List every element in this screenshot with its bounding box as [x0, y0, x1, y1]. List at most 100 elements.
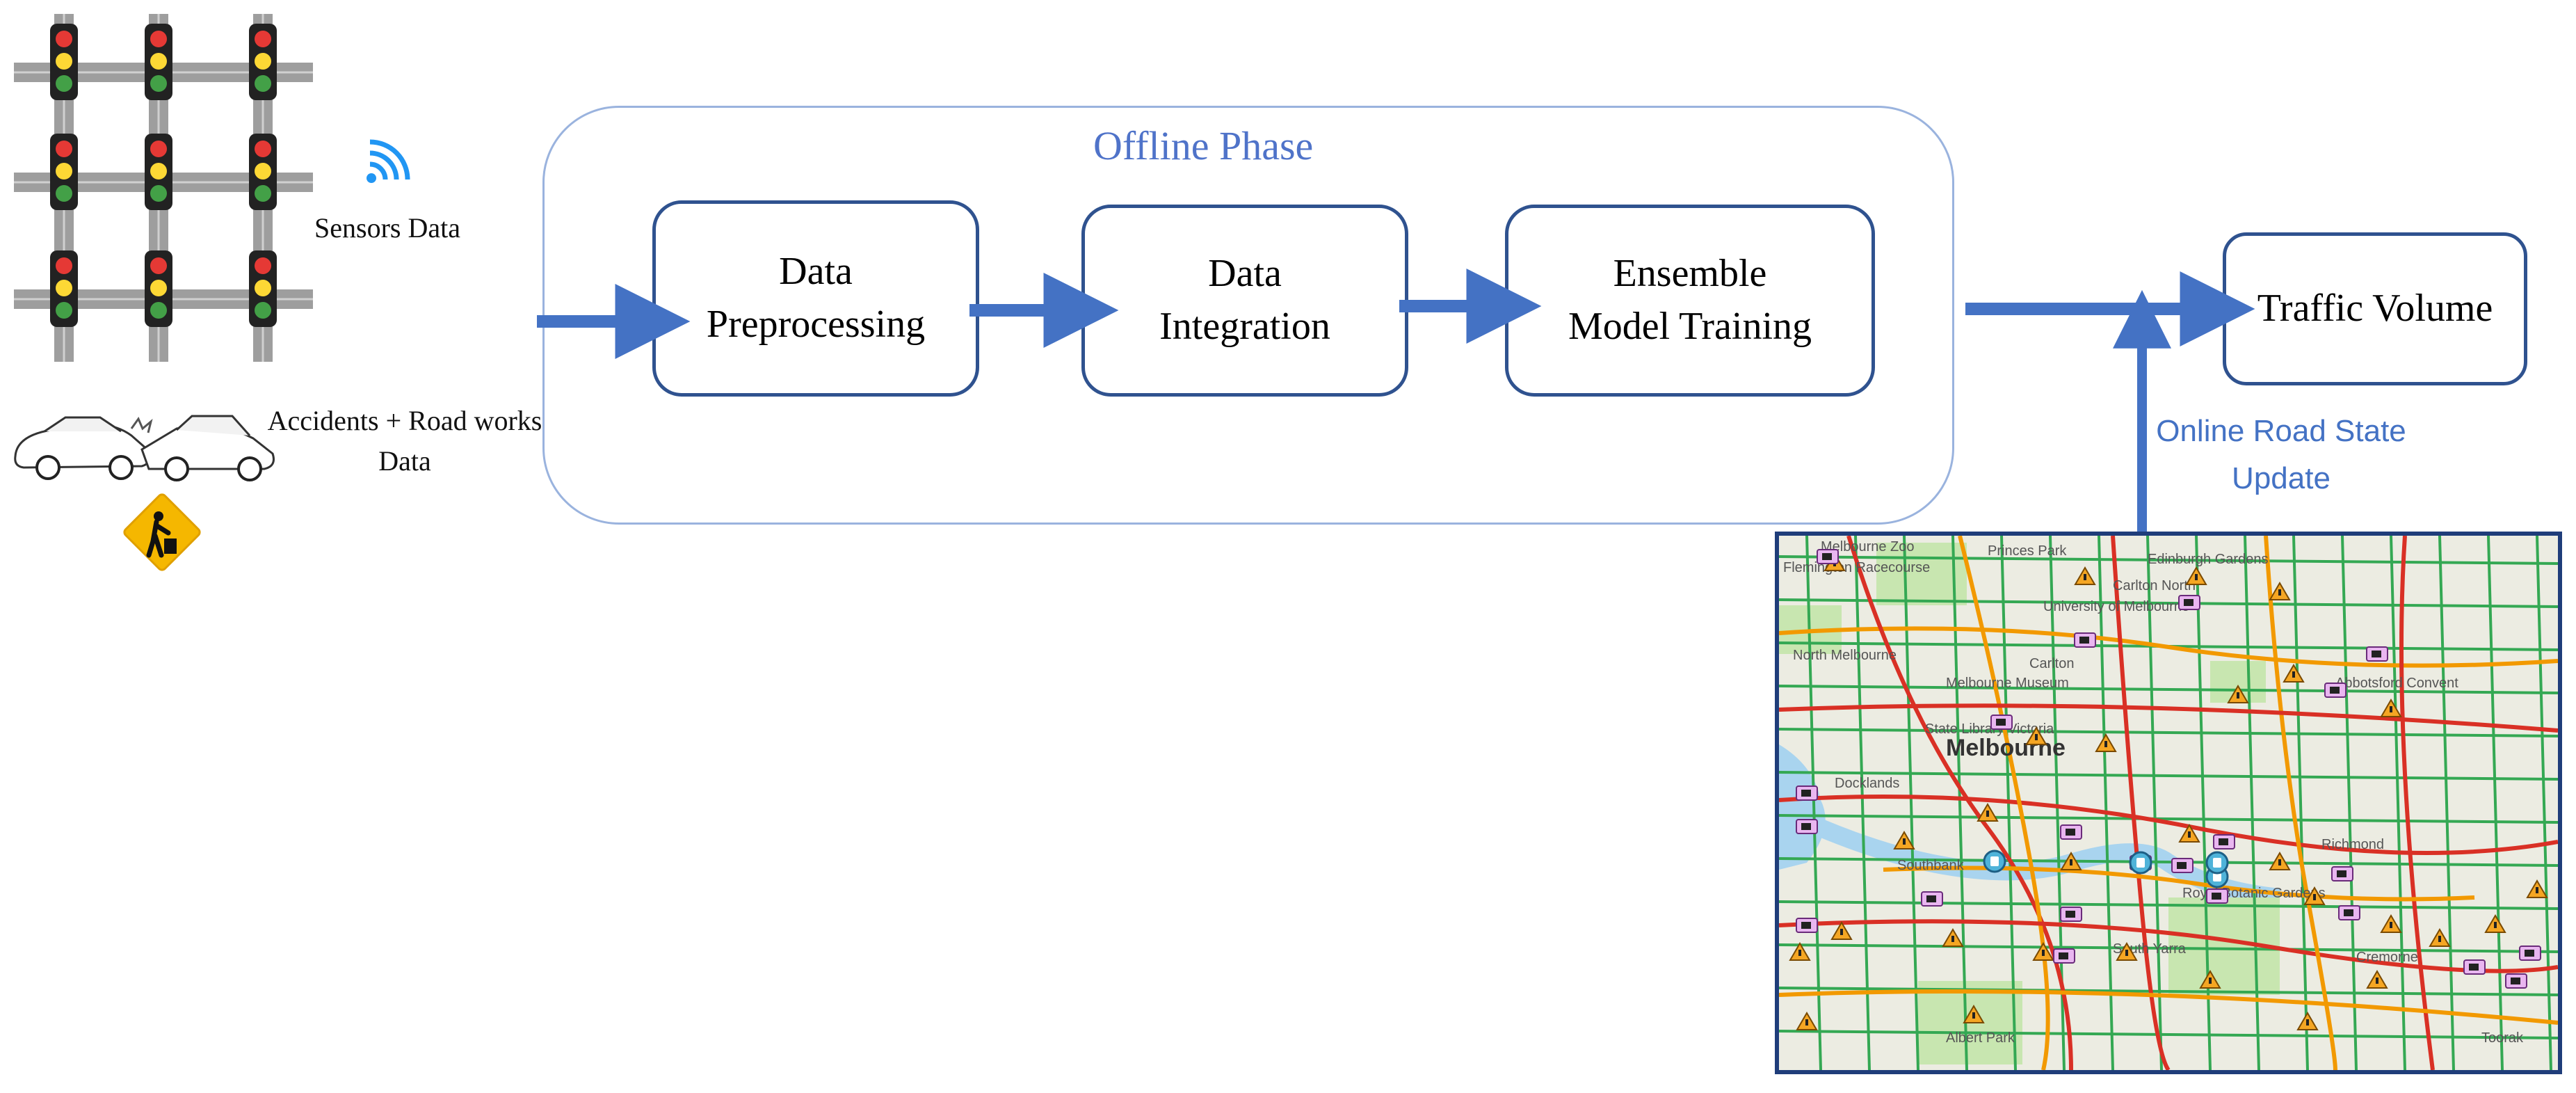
tram-marker-icon: [1983, 849, 2006, 873]
map-place-label: Cremorne: [2356, 950, 2418, 965]
map-place-label: State Library Victoria: [1925, 721, 2054, 737]
map-road: [2438, 536, 2455, 1070]
map-place-label: Richmond: [2321, 837, 2384, 852]
accidents-label-line2: Data: [378, 445, 431, 477]
roadwork-marker-icon: [2269, 852, 2291, 870]
map-place-label: Albert Park: [1946, 1030, 2015, 1046]
map-park-1: [1876, 543, 1967, 605]
map-road: [2146, 536, 2163, 1070]
roadwork-marker-icon: [2199, 970, 2221, 989]
map-congested-road: [1846, 536, 2073, 1070]
camera-marker-icon: [2178, 595, 2200, 610]
map-road: [2487, 536, 2504, 1070]
roadwork-marker-icon: [2185, 566, 2207, 585]
traffic-lights: [50, 24, 277, 327]
road-works-sign-icon: [123, 493, 201, 571]
online-update-line2: Update: [2232, 461, 2331, 496]
map-road: [1779, 900, 2558, 910]
stage-2-line1: Data: [1208, 252, 1282, 296]
map-place-label: Carlton: [2029, 656, 2074, 671]
traffic-light-icon: [50, 250, 78, 327]
roadwork-marker-icon: [2484, 914, 2506, 933]
roadwork-marker-icon: [2227, 685, 2249, 703]
map-road: [1779, 771, 2558, 781]
roadwork-marker-icon: [2178, 824, 2200, 843]
map-road: [1779, 685, 2558, 694]
map-place-label: Melbourne: [1946, 735, 2066, 761]
traffic-light-grid: [14, 14, 313, 362]
roadwork-marker-icon: [1893, 831, 1915, 849]
roadwork-marker-icon: [2380, 914, 2402, 933]
map-place-label: Edinburgh Gardens: [2148, 552, 2268, 567]
camera-marker-icon: [1990, 715, 2013, 730]
camera-marker-icon: [2331, 866, 2353, 881]
camera-marker-icon: [2324, 683, 2346, 698]
map-road: [2244, 536, 2260, 1070]
map-road: [2098, 536, 2114, 1070]
roadwork-marker-icon: [2303, 886, 2326, 905]
camera-marker-icon: [2519, 946, 2541, 961]
map-congested-road: [2399, 536, 2435, 1070]
camera-marker-icon: [1796, 918, 1818, 933]
traffic-light-icon: [249, 250, 277, 327]
roadwork-marker-icon: [1977, 803, 1999, 822]
roadwork-marker-icon: [2366, 970, 2388, 989]
traffic-light-icon: [145, 134, 172, 210]
traffic-light-icon: [145, 250, 172, 327]
roadwork-marker-icon: [2116, 942, 2138, 961]
map-place-label: Princes Park: [1988, 543, 2067, 559]
roadwork-marker-icon: [2032, 942, 2054, 961]
camera-marker-icon: [2206, 888, 2228, 904]
camera-marker-icon: [2505, 973, 2527, 989]
camera-marker-icon: [1921, 891, 1943, 907]
map-congested-road: [2264, 536, 2337, 1070]
map-road: [1779, 728, 2558, 737]
camera-marker-icon: [2366, 646, 2388, 662]
map-road: [1779, 943, 2558, 953]
roadwork-marker-icon: [2283, 664, 2305, 683]
map-road: [1779, 814, 2558, 824]
roadwork-marker-icon: [2526, 879, 2548, 898]
traffic-light-icon: [145, 24, 172, 100]
map-place-label: Toorak: [2481, 1030, 2524, 1046]
traffic-light-icon: [50, 24, 78, 100]
stage-1-line1: Data: [779, 250, 853, 294]
map-place-label: Melbourne Zoo: [1821, 539, 1915, 555]
stage-2-line2: Integration: [1159, 305, 1330, 348]
roadwork-marker-icon: [2095, 733, 2117, 752]
camera-marker-icon: [2060, 824, 2082, 840]
stage-3-line2: Model Training: [1568, 305, 1812, 348]
roadwork-marker-icon: [1796, 1012, 1818, 1030]
map-markers: [1789, 549, 2548, 1030]
roadwork-marker-icon: [1789, 942, 1811, 961]
map-road: [2292, 536, 2309, 1070]
camera-marker-icon: [1796, 819, 1818, 834]
map-congested-road: [1958, 536, 2050, 1070]
stage-3-line1: Ensemble: [1613, 252, 1767, 296]
roadwork-marker-icon: [1830, 921, 1853, 940]
map-place-label: North Melbourne: [1793, 648, 1897, 663]
map-place-label: University of Melbourne: [2043, 599, 2189, 614]
map-place-label: Carlton North: [2113, 578, 2196, 593]
roadwork-marker-icon: [1942, 928, 1964, 947]
roadwork-marker-icon: [2296, 1012, 2319, 1030]
map-road: [1779, 987, 2558, 996]
roadwork-marker-icon: [2429, 928, 2451, 947]
map-road: [2341, 536, 2358, 1070]
map-road: [1779, 857, 2558, 867]
map-road: [1903, 536, 1919, 1070]
sensors-data-label: Sensors Data: [314, 212, 460, 244]
map-congested-road: [1779, 795, 2558, 855]
camera-marker-icon: [1817, 549, 1839, 564]
camera-marker-icon: [2338, 905, 2360, 920]
roadwork-marker-icon: [1963, 1005, 1985, 1023]
map-congested-road: [1779, 626, 2558, 668]
camera-marker-icon: [2060, 907, 2082, 922]
map-road: [2536, 536, 2552, 1070]
accidents-roadworks-label: Accidents + Road works Data: [259, 401, 551, 481]
traffic-volume-label: Traffic Volume: [2257, 287, 2493, 330]
